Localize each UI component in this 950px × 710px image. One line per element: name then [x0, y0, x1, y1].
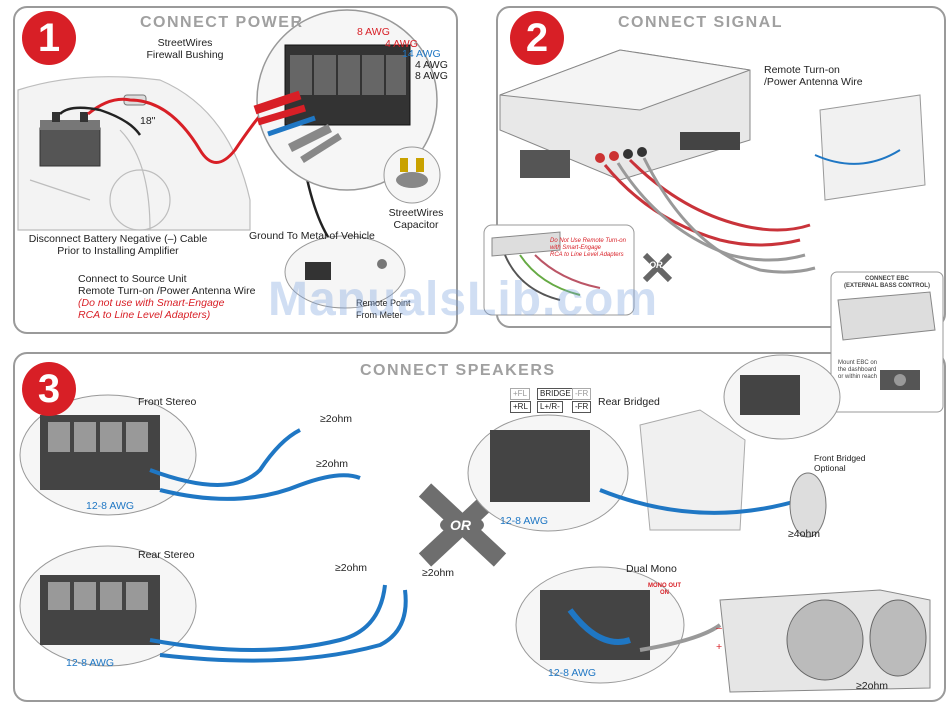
sub-plus: + — [716, 641, 723, 653]
length-label: 18" — [140, 115, 156, 127]
bridge-fl: +FL — [510, 388, 531, 400]
awg-4-positive-label: 4 AWG — [385, 38, 418, 50]
bridge-fr: -FR — [572, 388, 592, 400]
amplifier-body — [499, 49, 751, 181]
awg-4-ground-label: 4 AWG — [415, 59, 448, 71]
ebc-title: CONNECT EBC (EXTERNAL BASS CONTROL) — [844, 276, 930, 289]
remote-point-label: Remote Point From Meter — [356, 298, 411, 320]
remote-turnon-label: Remote Turn-on /Power Antenna Wire — [764, 64, 863, 88]
connect-speakers-title: CONNECT SPEAKERS — [360, 362, 556, 379]
awg-8-ground-label: 8 AWG — [415, 70, 448, 82]
rear-stereo-label: Rear Stereo — [138, 549, 195, 561]
connect-power-title: CONNECT POWER — [140, 14, 304, 31]
front-bridged-label: Front Bridged Optional — [814, 453, 866, 473]
connect-signal-title: CONNECT SIGNAL — [618, 14, 783, 31]
or-speakers: OR — [450, 517, 471, 533]
step-2-badge: 2 — [510, 11, 564, 65]
bridged-ohm-4: ≥4ohm — [788, 528, 821, 540]
capacitor-label: StreetWires Capacitor — [388, 207, 444, 231]
or-signal: OR — [649, 260, 663, 270]
front-stereo-circle — [19, 394, 197, 516]
rca-cables — [603, 157, 816, 274]
step-3-badge: 3 — [22, 362, 76, 416]
bridged-awg-label: 12-8 AWG — [500, 515, 549, 527]
ground-closeup — [284, 235, 406, 309]
mono-awg-label: 12-8 AWG — [548, 667, 597, 679]
subwoofer-seat — [599, 409, 801, 531]
front-ohm-2: ≥2ohm — [316, 458, 349, 470]
sub-ohm: ≥2ohm — [856, 680, 889, 692]
front-awg-label: 12-8 AWG — [86, 500, 135, 512]
head-unit — [814, 94, 926, 201]
front-ohm-1: ≥2ohm — [320, 413, 353, 425]
rear-ohm-1: ≥2ohm — [335, 562, 368, 574]
bridge-word: BRIDGE — [537, 388, 574, 400]
rear-speaker-wires — [149, 584, 408, 663]
ebc-note: Mount EBC on the dashboard or within rea… — [838, 360, 878, 380]
rear-awg-label: 12-8 AWG — [66, 657, 115, 669]
rear-stereo-circle — [19, 545, 197, 667]
dual-mono-label: Dual Mono — [626, 563, 677, 575]
signal-inset — [483, 224, 635, 316]
rear-bridged-label: Rear Bridged — [598, 396, 660, 408]
inset-warning: Do Not Use Remote Turn-on with Smart-Eng… — [550, 238, 626, 258]
front-stereo-label: Front Stereo — [138, 396, 197, 408]
dual-mono-circle — [515, 566, 722, 684]
smart-engage-warning: (Do not use with Smart-Engage RCA to Lin… — [78, 297, 225, 321]
ebc-inset — [830, 271, 944, 413]
capacitor — [383, 146, 441, 204]
battery — [39, 112, 101, 167]
rear-bridged-circle — [467, 414, 629, 532]
rear-ohm-2: ≥2ohm — [422, 567, 455, 579]
awg-8-positive-label: 8 AWG — [357, 26, 390, 38]
bridge-rl: +RL — [510, 401, 531, 413]
ground-label: Ground To Metal of Vehicle — [249, 230, 375, 242]
step-1-badge: 1 — [22, 11, 76, 65]
power-wire-red — [87, 97, 272, 164]
car-outline — [17, 76, 251, 231]
or-badge-signal — [642, 252, 673, 283]
amp-terminal-closeup — [253, 9, 438, 191]
sub-minus: – — [716, 622, 722, 634]
disconnect-label: Disconnect Battery Negative (–) Cable Pr… — [28, 233, 208, 257]
front-bridged-inset — [723, 354, 841, 538]
source-unit-label: Connect to Source Unit Remote Turn-on /P… — [78, 273, 256, 297]
mono-out-switch: MONO OUT ON — [648, 583, 681, 596]
front-speaker-wires — [149, 428, 361, 501]
bridge-fr2: -FR — [572, 401, 592, 413]
awg-14-remote-label: 14 AWG — [402, 48, 441, 60]
bridge-lr: L+/R- — [537, 401, 563, 413]
subwoofer-box — [719, 589, 931, 693]
firewall-bushing-label: StreetWires Firewall Bushing — [146, 37, 224, 61]
